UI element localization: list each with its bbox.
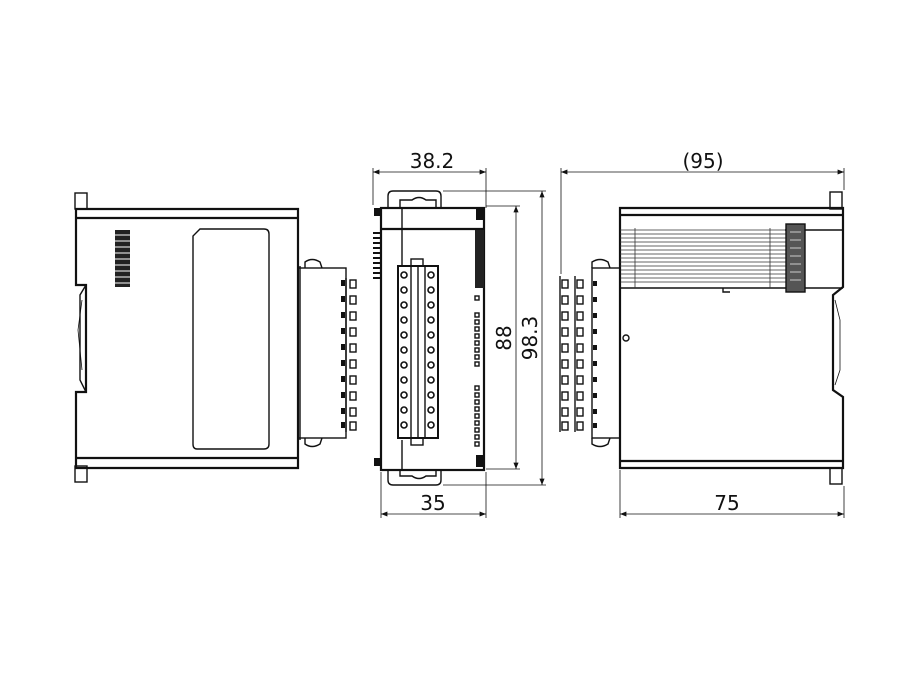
terminal-screws-left [341, 279, 357, 431]
dim-depth-body: 75 [714, 491, 739, 515]
ribbon-connector [785, 223, 806, 293]
label-window [192, 228, 270, 450]
dim-depth-overall: (95) [682, 149, 723, 173]
terminal-holes [400, 271, 435, 429]
vent-slots-icon [115, 230, 130, 287]
dim-front-width-overall: 38.2 [410, 149, 455, 173]
ribbon-cable [620, 228, 787, 288]
led-indicators [474, 295, 480, 447]
left-side-view [74, 192, 357, 483]
right-side-view: (95) 75 [559, 149, 845, 518]
vent-ribs-left [373, 232, 381, 279]
dim-front-width-body: 35 [420, 491, 445, 515]
dim-front-height-overall: 98.3 [518, 316, 542, 361]
terminal-screws-right [561, 279, 597, 431]
front-view: 38.2 35 88 98.3 [372, 149, 546, 518]
dim-front-height-body: 88 [492, 325, 516, 350]
